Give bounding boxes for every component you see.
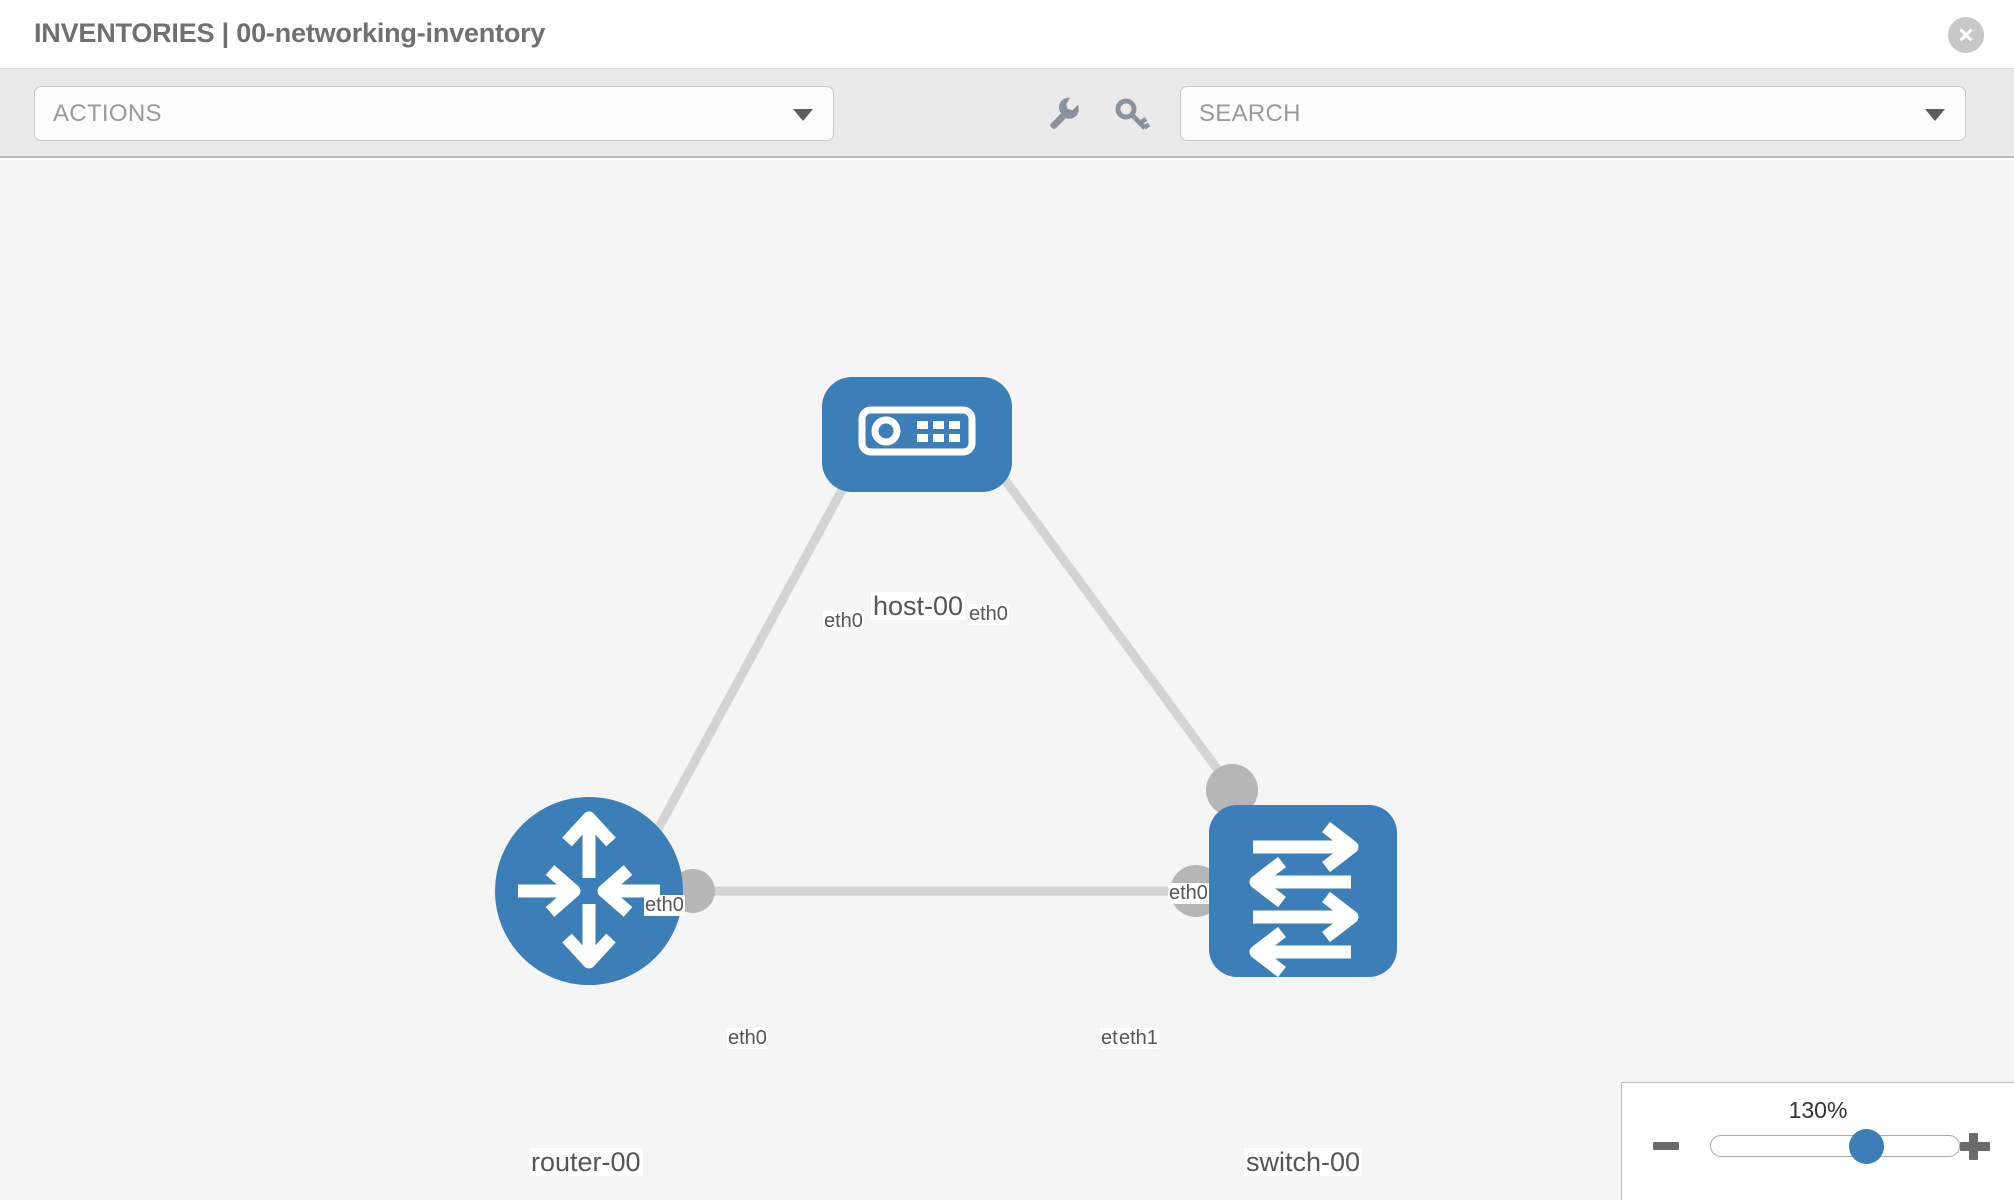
toolbar: ACTIONS SEARCH	[0, 69, 2014, 158]
zoom-out-button[interactable]	[1650, 1129, 1684, 1163]
if-label-router-up: eth0	[644, 894, 685, 916]
page-header: INVENTORIES | 00-networking-inventory	[0, 0, 2014, 69]
node-router-00[interactable]	[495, 797, 683, 985]
node-label-host-00: host-00	[871, 591, 966, 621]
key-icon[interactable]	[1113, 95, 1153, 135]
chevron-down-icon	[793, 109, 813, 121]
actions-dropdown-label: ACTIONS	[53, 100, 162, 127]
if-label-switch-left-overlap: etl	[1100, 1027, 1124, 1049]
node-switch-00[interactable]	[1209, 805, 1397, 978]
actions-dropdown[interactable]: ACTIONS	[34, 86, 834, 141]
search-placeholder: SEARCH	[1199, 100, 1301, 127]
zoom-control-panel: 130%	[1621, 1082, 2014, 1200]
zoom-slider-thumb[interactable]	[1848, 1129, 1884, 1164]
if-label-host-left: eth0	[823, 610, 864, 632]
chevron-down-icon	[1925, 109, 1945, 121]
port-switch-eth0[interactable]	[1206, 764, 1258, 816]
node-label-router-00: router-00	[529, 1147, 643, 1177]
if-label-switch-left: eth1	[1118, 1027, 1159, 1049]
close-icon[interactable]	[1948, 17, 1984, 53]
zoom-in-button[interactable]	[1958, 1129, 1992, 1163]
wrench-icon[interactable]	[1045, 95, 1085, 135]
if-label-switch-up: eth0	[1168, 882, 1209, 904]
zoom-level-label: 130%	[1788, 1097, 1848, 1123]
topology-graph	[495, 377, 1397, 985]
if-label-router-right: eth0	[727, 1027, 768, 1049]
node-label-switch-00: switch-00	[1244, 1147, 1363, 1177]
zoom-slider[interactable]	[1710, 1129, 1960, 1164]
topology-canvas[interactable]: host-00 router-00 switch-00 eth0 eth0 et…	[0, 160, 2014, 1200]
search-input[interactable]: SEARCH	[1180, 86, 1966, 141]
node-host-00[interactable]	[822, 377, 1012, 492]
if-label-host-right: eth0	[968, 603, 1009, 625]
page-title: INVENTORIES | 00-networking-inventory	[34, 18, 546, 48]
